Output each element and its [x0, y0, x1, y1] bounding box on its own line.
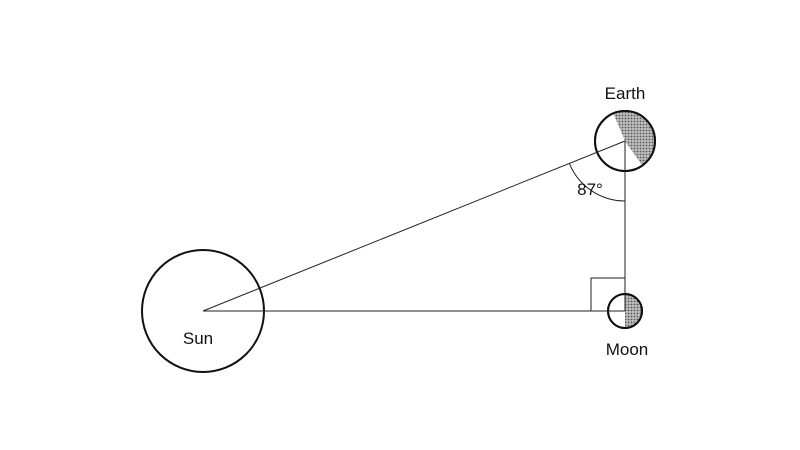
right-angle-marker [590, 277, 625, 311]
moon-label: Moon [606, 340, 649, 359]
earth [594, 110, 656, 172]
angle-label: 87° [577, 180, 603, 199]
moon [607, 293, 643, 329]
sun-earth-line [202, 140, 626, 312]
angle-arc [568, 163, 626, 202]
moon-shaded-half [625, 294, 642, 328]
sun-label: Sun [183, 329, 213, 348]
earth-label: Earth [605, 84, 646, 103]
